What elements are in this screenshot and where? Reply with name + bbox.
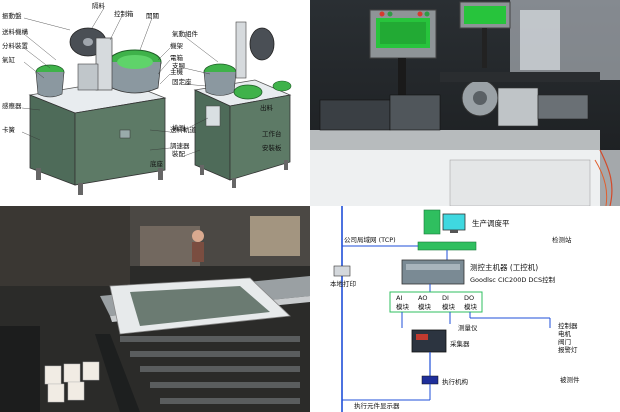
machine-illustration-panel: 振動盤 送料機構 分料裝置 氣缸 感應器 卡簧 隔料 控制箱 開關 機架 電箱 … [0, 0, 310, 206]
outputs-label: 控制器 [558, 321, 578, 330]
production-pc-label: 生产调度平 [472, 218, 510, 228]
printer-icon [333, 265, 351, 277]
svg-text:模块: 模块 [442, 302, 456, 311]
network-diagram-panel: 生产调度平 公司局域网 (TCP) 检测站 本地打印 测控主机器 (工控机) G… [310, 206, 620, 412]
svg-text:阀门: 阀门 [558, 337, 571, 346]
test-bench-photo-panel [310, 0, 620, 206]
callout-label: 固定座 [172, 77, 192, 86]
svg-text:报警灯: 报警灯 [558, 345, 578, 354]
callout-label: 檢測 [172, 123, 185, 132]
callout-label: 隔料 [92, 1, 106, 10]
plc-side-label: 被测件 [560, 375, 580, 384]
module-ai-label: AI [396, 294, 402, 302]
callout-label: 支腳 [172, 61, 185, 70]
callout-label: 開關 [146, 12, 159, 20]
sensor-box-label: 采集器 [450, 339, 470, 348]
controller-label: 测控主机器 (工控机) [470, 262, 538, 272]
io-modules-box [389, 291, 483, 313]
controller-icon [401, 259, 465, 285]
bottom-device-label: 执行机构 [442, 377, 469, 386]
callout-label: 送料軌道 [170, 125, 197, 134]
module-ao-label: AO [418, 294, 427, 302]
detector-label: 测量仪 [458, 324, 478, 332]
module-di-label: DI [442, 294, 449, 302]
callout-label: 安裝板 [262, 143, 282, 152]
hmi-screen [464, 6, 506, 24]
callout-label: 電箱 [170, 53, 184, 62]
callout-label: 送料機構 [2, 27, 29, 36]
callout-label: 控制箱 [114, 9, 134, 18]
computer-tower-icon [423, 209, 441, 235]
callout-label: 分料裝置 [2, 41, 29, 50]
company-lan-label: 公司局域网 (TCP) [344, 235, 396, 244]
callout-label: 氣動組件 [172, 29, 199, 38]
local-printer-label: 本地打印 [330, 279, 356, 288]
controller-sub-label: Goodlsc CIC200D DCS控制 [470, 275, 556, 284]
svg-text:模块: 模块 [464, 302, 478, 311]
module-do-label: DO [464, 294, 474, 302]
callout-label: 出料 [260, 103, 274, 112]
callout-label: 振動盤 [2, 11, 22, 20]
actuator-icon [421, 375, 439, 385]
svg-text:模块: 模块 [418, 302, 432, 311]
tag-right-label: 检测站 [552, 235, 572, 244]
callout-label: 工作台 [262, 129, 282, 138]
sensor-box-icon [411, 329, 447, 353]
monitor-icon [442, 213, 466, 231]
callout-label: 主機 [170, 67, 184, 76]
test-bench-photo [310, 0, 620, 206]
callout-label: 裝配 [172, 149, 186, 158]
machine-illustration: 振動盤 送料機構 分料裝置 氣缸 感應器 卡簧 隔料 控制箱 開關 機架 電箱 … [2, 1, 292, 195]
factory-line-photo-panel [0, 206, 310, 412]
factory-line-photo [0, 206, 310, 412]
callout-label: 機架 [170, 41, 184, 50]
callout-label: 調速器 [170, 141, 190, 150]
callout-label: 卡簧 [2, 125, 16, 134]
svg-text:电机: 电机 [558, 329, 572, 338]
network-switch-icon [417, 241, 477, 251]
svg-text:模块: 模块 [396, 302, 410, 311]
callout-label: 底座 [150, 159, 164, 168]
bottom-label: 执行元件显示器 [354, 401, 400, 410]
callout-label: 氣缸 [2, 55, 16, 64]
network-diagram: 生产调度平 公司局域网 (TCP) 检测站 本地打印 测控主机器 (工控机) G… [330, 206, 580, 412]
callout-label: 感應器 [2, 101, 22, 110]
